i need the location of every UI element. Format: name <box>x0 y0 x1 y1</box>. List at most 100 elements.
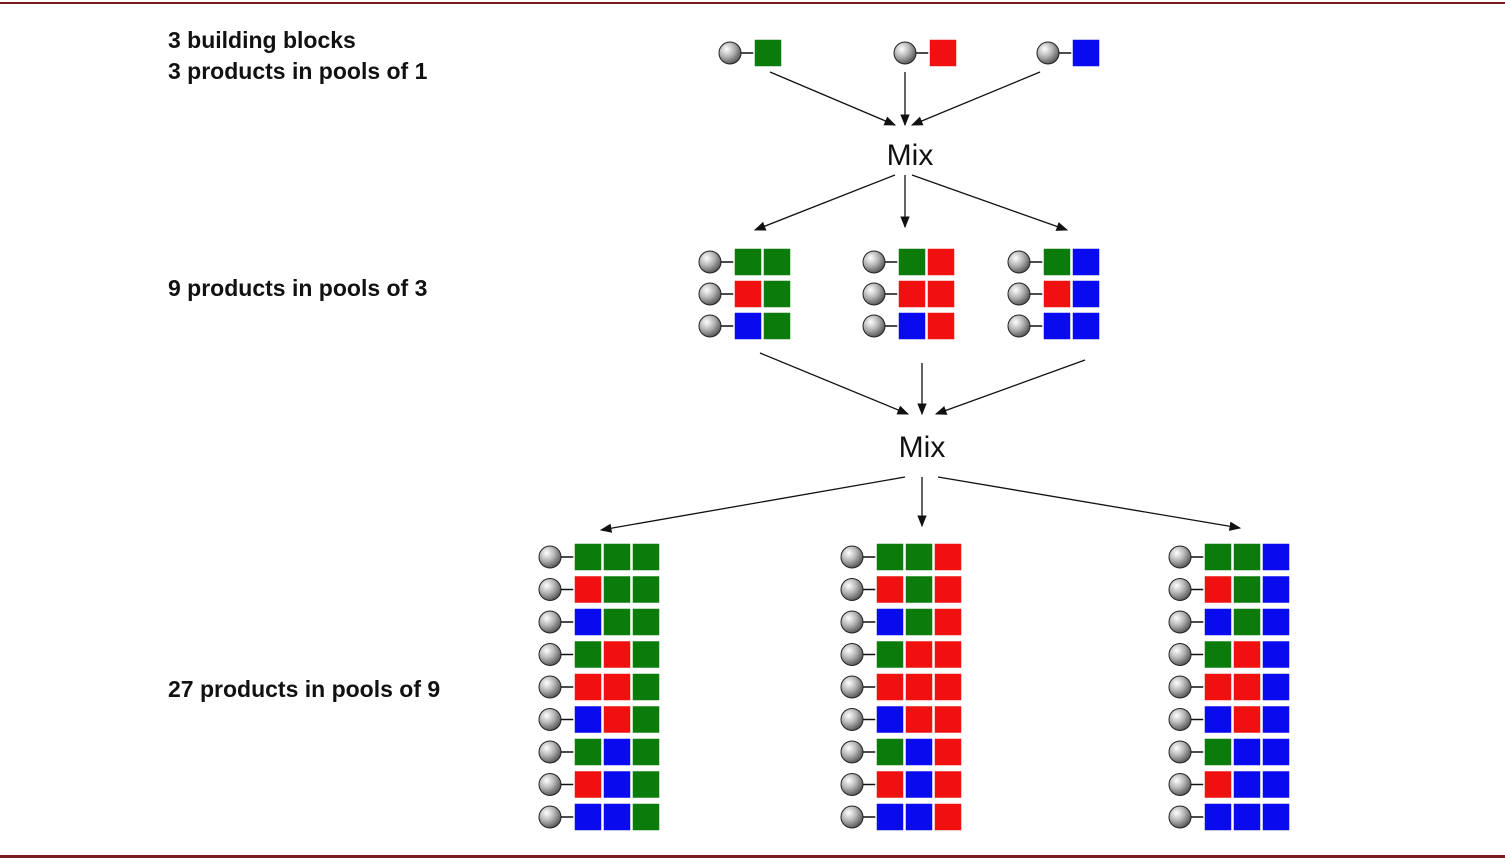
bead-icon <box>1168 675 1192 699</box>
product <box>840 574 963 605</box>
bead-icon <box>1168 578 1192 601</box>
product <box>840 802 963 832</box>
block-blue <box>904 802 934 832</box>
product <box>538 542 661 572</box>
block-blue <box>1203 802 1233 832</box>
block-blue <box>1261 737 1291 767</box>
bead-icon <box>698 314 722 338</box>
block-red <box>573 672 603 702</box>
product <box>698 247 792 277</box>
product <box>698 279 792 309</box>
block-blue <box>573 802 603 832</box>
bead-icon <box>538 708 562 731</box>
bead-icon <box>1007 282 1031 306</box>
block-green <box>602 542 632 572</box>
block-green <box>631 607 661 637</box>
product <box>1168 574 1291 605</box>
bead-icon <box>840 610 864 634</box>
block-red <box>875 769 905 800</box>
bead-icon <box>538 805 562 829</box>
bead-icon <box>1168 773 1192 796</box>
mix-label-2: Mix <box>899 431 946 464</box>
block-red <box>933 769 963 800</box>
arrow-mix-to-pool1 <box>753 174 896 231</box>
block-red <box>1232 639 1262 670</box>
product <box>840 607 963 637</box>
pool-level1-3 <box>1036 38 1101 68</box>
block-red <box>933 737 963 767</box>
block-red <box>933 607 963 637</box>
block-blue <box>1261 672 1291 702</box>
block-green <box>631 639 661 670</box>
block-red <box>733 279 763 309</box>
block-blue <box>875 704 905 735</box>
bead-icon <box>1007 250 1031 274</box>
block-red <box>1203 769 1233 800</box>
block-red <box>933 802 963 832</box>
product <box>840 639 963 670</box>
block-red <box>573 769 603 800</box>
block-green <box>1042 247 1072 277</box>
bead-icon <box>718 41 742 65</box>
product <box>1168 704 1291 735</box>
block-red <box>875 672 905 702</box>
block-red <box>1042 279 1072 309</box>
block-blue <box>1071 311 1101 341</box>
bead-icon <box>538 675 562 699</box>
block-blue <box>1071 247 1101 277</box>
block-blue <box>602 802 632 832</box>
block-green <box>897 247 927 277</box>
mix-label-1: Mix <box>887 139 934 172</box>
bead-icon <box>538 578 562 601</box>
block-blue <box>1261 704 1291 735</box>
product <box>538 769 661 800</box>
block-green <box>602 607 632 637</box>
arrow-mix-to-pool3 <box>911 174 1069 231</box>
block-red <box>897 279 927 309</box>
block-blue <box>1261 574 1291 605</box>
product <box>538 704 661 735</box>
block-blue <box>1261 639 1291 670</box>
block-blue <box>1261 607 1291 637</box>
block-blue <box>1232 737 1262 767</box>
block-green <box>904 542 934 572</box>
block-blue <box>1203 704 1233 735</box>
product <box>840 737 963 767</box>
bead-icon <box>840 643 864 666</box>
block-green <box>1232 542 1262 572</box>
arrow-pool1-to-mix <box>769 71 897 126</box>
block-blue <box>1261 802 1291 832</box>
block-green <box>733 247 763 277</box>
product <box>538 672 661 702</box>
block-green <box>602 574 632 605</box>
pools <box>538 38 1291 832</box>
block-green <box>904 574 934 605</box>
block-blue <box>602 737 632 767</box>
bead-icon <box>1168 740 1192 764</box>
block-green <box>904 607 934 637</box>
block-red <box>1203 574 1233 605</box>
product <box>1168 769 1291 800</box>
block-green <box>631 542 661 572</box>
product <box>893 38 958 68</box>
label-building-blocks: 3 building blocks <box>168 27 356 53</box>
block-blue <box>904 769 934 800</box>
pool-level1-1 <box>718 38 783 68</box>
bead-icon <box>893 41 917 65</box>
block-red <box>926 247 956 277</box>
block-green <box>1203 737 1233 767</box>
block-red <box>573 574 603 605</box>
product <box>538 639 661 670</box>
product <box>1007 247 1101 277</box>
bead-icon <box>538 545 562 569</box>
block-red <box>933 704 963 735</box>
bead-icon <box>698 250 722 274</box>
block-blue <box>1232 769 1262 800</box>
label-pools-of-3: 9 products in pools of 3 <box>168 275 428 301</box>
block-red <box>602 704 632 735</box>
block-blue <box>897 311 927 341</box>
product <box>538 802 661 832</box>
block-green <box>762 279 792 309</box>
block-green <box>631 802 661 832</box>
bead-icon <box>1168 643 1192 666</box>
